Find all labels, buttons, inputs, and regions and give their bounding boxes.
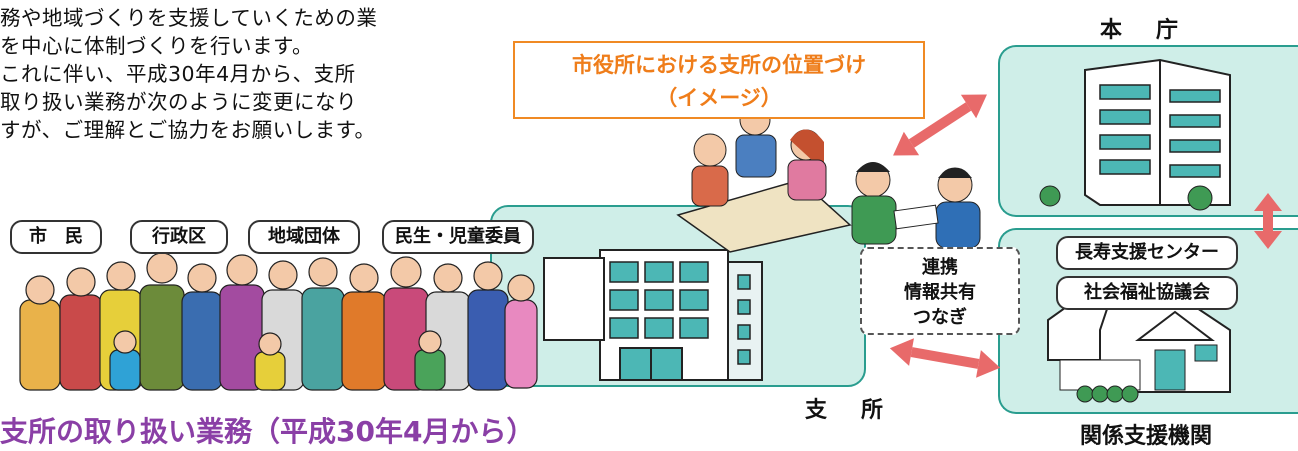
label-longevity-support-center: 長寿支援センター: [1056, 236, 1238, 270]
intro-line: 務や地域づくりを支援していくための業: [0, 6, 378, 30]
intro-line: これに伴い、平成30年4月から、支所: [0, 62, 356, 86]
label-headquarters: 本 庁: [1100, 18, 1185, 43]
coordination-box: 連携 情報共有 つなぎ: [860, 247, 1020, 335]
label-social-welfare-council: 社会福祉協議会: [1056, 276, 1238, 310]
label-citizens: 市 民: [10, 220, 102, 254]
coordination-line: 連携: [922, 257, 958, 278]
coordination-line: 情報共有: [904, 282, 976, 303]
branch-building-icon: [543, 249, 763, 381]
staff-meeting-illustration: [676, 103, 852, 253]
connection-arrows: [889, 94, 1282, 378]
section-title: 支所の取り扱い業務（平成30年4月から）: [0, 415, 535, 448]
handover-illustration: [851, 162, 981, 249]
label-support-organizations: 関係支援機関: [1080, 424, 1213, 449]
intro-line: を中心に体制づくりを行います。: [0, 34, 313, 58]
headquarters-building-icon: [1039, 58, 1231, 211]
label-community-groups: 地域団体: [248, 220, 360, 254]
label-branch-office: 支 所: [805, 398, 890, 423]
arrow-branch-support: [889, 338, 1001, 378]
coordination-line: つなぎ: [913, 307, 967, 328]
diagram-title: 市役所における支所の位置づけ: [572, 53, 866, 77]
intro-line: 取り扱い業務が次のように変更になり: [0, 90, 357, 114]
intro-line: すが、ご理解とご協力をお願いします。: [0, 118, 376, 142]
label-admin-district: 行政区: [130, 220, 228, 254]
diagram-subtitle: （イメージ）: [656, 86, 782, 110]
label-welfare-commissioners: 民生・児童委員: [382, 220, 534, 254]
intro-paragraph: 務や地域づくりを支援していくための業 を中心に体制づくりを行います。 これに伴い…: [0, 4, 470, 144]
arrow-branch-hq: [893, 94, 987, 156]
citizens-crowd-illustration: [19, 252, 538, 391]
diagram-title-box: 市役所における支所の位置づけ （イメージ）: [513, 41, 925, 119]
arrow-hq-support: [1254, 193, 1282, 249]
